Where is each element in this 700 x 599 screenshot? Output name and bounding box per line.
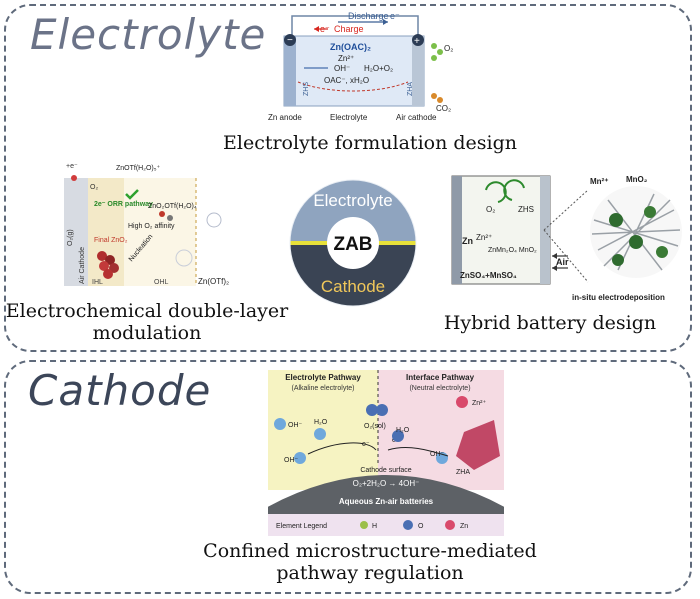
svg-text:ZnO₂OTf(H₂O)₄: ZnO₂OTf(H₂O)₄ — [148, 203, 197, 210]
svg-text:Element Legend: Element Legend — [276, 523, 327, 530]
air-cathode-label: Air cathode — [396, 113, 437, 122]
circle-cathode-label: Cathode — [321, 277, 385, 296]
electrolyte-section-title: Electrolyte — [30, 10, 267, 59]
ohl-region — [124, 178, 196, 286]
circle-electrolyte-label: Electrolyte — [313, 191, 392, 210]
zn-anode-label: Zn anode — [268, 113, 302, 122]
electrolyte-panel — [4, 4, 692, 352]
svg-text:H₂O+O₂: H₂O+O₂ — [364, 64, 393, 73]
svg-text:O₂: O₂ — [444, 44, 453, 53]
svg-text:MnO₂: MnO₂ — [626, 175, 648, 184]
zha-crystal — [456, 420, 500, 470]
cathode-section-title: Cathode — [28, 366, 212, 415]
salt-label: Zn(OAC)₂ — [330, 42, 371, 52]
pathway-regulation-schematic: Electrolyte Pathway (Alkaline electrolyt… — [268, 370, 504, 536]
zab-circle-diagram: Electrolyte ZAB Cathode — [289, 179, 417, 307]
double-layer-schematic: +e⁻ O₂ ZnOTf(H₂O)₅⁺ 2e⁻ ORR pathway ZnO₂… — [64, 160, 246, 290]
svg-text:Aqueous Zn-air batteries: Aqueous Zn-air batteries — [339, 497, 434, 506]
negative-terminal — [284, 34, 296, 46]
svg-text:ZnMn₂O₄ MnO₂: ZnMn₂O₄ MnO₂ — [488, 247, 537, 254]
caption-double-layer-line2: modulation — [92, 322, 202, 344]
element-legend — [268, 514, 504, 536]
svg-text:−: − — [287, 35, 293, 46]
svg-text:Electrolyte Pathway: Electrolyte Pathway — [285, 373, 361, 382]
svg-text:ZnOTf(H₂O)₅⁺: ZnOTf(H₂O)₅⁺ — [116, 165, 161, 172]
zn-anode-plate — [284, 36, 296, 106]
svg-text:OH⁻: OH⁻ — [288, 422, 303, 429]
svg-text:OH⁻: OH⁻ — [334, 64, 350, 73]
svg-text:2e⁻ ORR pathway: 2e⁻ ORR pathway — [94, 201, 153, 208]
zn-air-cell-schematic: Discharge e⁻ e⁻ Charge − + Zn(OAC)₂ Zn²⁺… — [268, 11, 453, 122]
svg-text:Zn(OTf)₂: Zn(OTf)₂ — [198, 277, 229, 286]
svg-text:Zn²⁺: Zn²⁺ — [338, 54, 354, 63]
svg-text:(Alkaline electrolyte): (Alkaline electrolyte) — [291, 385, 354, 392]
svg-text:Final ZnO₂: Final ZnO₂ — [94, 237, 128, 244]
hybrid-cathode — [540, 176, 550, 284]
electrolyte-label: Electrolyte — [330, 113, 368, 122]
svg-text:Zn²⁺: Zn²⁺ — [472, 400, 487, 407]
caption-confined-line1: Confined microstructure-mediated — [203, 540, 537, 562]
air-cathode-plate — [412, 36, 424, 106]
svg-text:OH⁻: OH⁻ — [284, 457, 299, 464]
caption-hybrid-battery: Hybrid battery design — [443, 312, 657, 334]
svg-text:in-situ electrodeposition: in-situ electrodeposition — [572, 293, 665, 302]
svg-text:Zn: Zn — [462, 236, 473, 246]
svg-text:ZHA: ZHA — [456, 469, 470, 476]
svg-text:CO₂: CO₂ — [436, 104, 451, 113]
air-cathode-wall — [64, 178, 88, 286]
svg-text:ZHS: ZHS — [303, 82, 310, 96]
caption-double-layer: Electrochemical double-layer modulation — [2, 300, 292, 344]
svg-text:O: O — [418, 523, 424, 530]
svg-text:Cathode surface: Cathode surface — [360, 467, 411, 474]
caption-electrolyte-formulation: Electrolyte formulation design — [223, 132, 517, 154]
svg-text:High O₂ affinity: High O₂ affinity — [128, 223, 175, 230]
hybrid-battery-schematic: O₂ ZHS Zn Zn²⁺ ZnMn₂O₄ MnO₂ ZnSO₄+MnSO₄ … — [451, 175, 682, 302]
svg-text:Zn: Zn — [460, 523, 468, 530]
svg-text:H₂O: H₂O — [314, 419, 328, 426]
svg-text:O₂: O₂ — [90, 184, 98, 191]
svg-text:OAC⁻, xH₂O: OAC⁻, xH₂O — [324, 76, 369, 85]
svg-text:O₂+2H₂O → 4OH⁻: O₂+2H₂O → 4OH⁻ — [353, 479, 420, 488]
caption-double-layer-line1: Electrochemical double-layer — [5, 300, 289, 322]
circle-zab-label: ZAB — [333, 234, 372, 255]
svg-text:ZnSO₄+MnSO₄: ZnSO₄+MnSO₄ — [460, 271, 517, 280]
svg-text:Air: Air — [556, 257, 569, 267]
svg-text:Air Cathode: Air Cathode — [79, 247, 86, 284]
svg-text:OH⁻: OH⁻ — [430, 451, 445, 458]
svg-text:H: H — [372, 523, 377, 530]
caption-confined-microstructure: Confined microstructure-mediated pathway… — [160, 540, 580, 584]
discharge-label: Discharge — [348, 11, 389, 21]
discharge-electron: e⁻ — [390, 11, 400, 21]
svg-text:+: + — [414, 36, 420, 47]
positive-terminal — [412, 34, 424, 46]
svg-text:ZHA: ZHA — [407, 82, 414, 96]
caption-confined-line2: pathway regulation — [276, 562, 464, 584]
zn-electrode — [452, 176, 462, 284]
svg-text:Interface Pathway: Interface Pathway — [406, 373, 475, 382]
svg-text:IHL: IHL — [92, 279, 103, 286]
svg-text:O₂: O₂ — [486, 205, 495, 214]
svg-text:OHL: OHL — [154, 279, 169, 286]
svg-text:O₂(g): O₂(g) — [67, 229, 74, 246]
svg-text:+e⁻: +e⁻ — [66, 163, 78, 170]
charge-label: Charge — [334, 24, 364, 34]
svg-text:Mn²⁺: Mn²⁺ — [590, 177, 608, 186]
zab-core — [327, 217, 379, 269]
svg-text:ZHS: ZHS — [518, 205, 534, 214]
cathode-surface — [268, 475, 504, 514]
cathode-panel — [4, 360, 692, 594]
svg-text:O₂(sol): O₂(sol) — [364, 423, 386, 430]
svg-text:H₂O: H₂O — [396, 427, 410, 434]
svg-text:(Neutral electrolyte): (Neutral electrolyte) — [409, 385, 470, 392]
svg-text:Zn²⁺: Zn²⁺ — [476, 233, 492, 242]
